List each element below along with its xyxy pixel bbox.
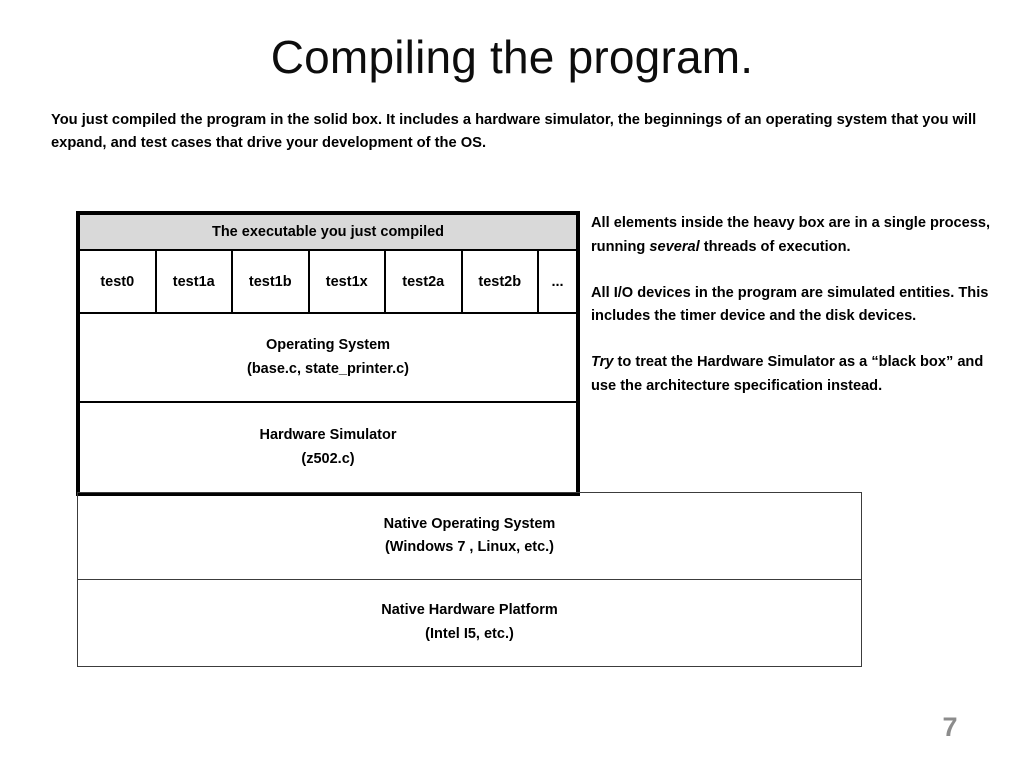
native-operating-system-title: Native Operating System bbox=[383, 515, 556, 532]
native-hardware-platform-examples: (Intel I5, etc.) bbox=[425, 625, 514, 642]
note-paragraph-black-box-rest: to treat the Hardware Simulator as a “bl… bbox=[591, 354, 984, 394]
native-hardware-platform-band: Native Hardware Platform (Intel I5, etc.… bbox=[78, 580, 861, 665]
page-number: 7 bbox=[942, 712, 958, 742]
test-case-cell: test0 bbox=[80, 251, 157, 312]
hardware-simulator-band: Hardware Simulator (z502.c) bbox=[80, 403, 576, 492]
native-operating-system-examples: (Windows 7 , Linux, etc.) bbox=[384, 539, 555, 555]
note-paragraph-process-emphasis: several bbox=[649, 238, 700, 255]
note-paragraph-black-box-emphasis: Try bbox=[591, 354, 614, 371]
test-case-label: test1x bbox=[325, 273, 368, 290]
test-case-cell: test2a bbox=[386, 251, 463, 312]
page-title: Compiling the program. bbox=[270, 31, 754, 83]
operating-system-title: Operating System bbox=[265, 337, 391, 354]
executable-box: The executable you just compiled test0 t… bbox=[76, 211, 580, 496]
note-paragraph-process: All elements inside the heavy box are in… bbox=[591, 212, 1001, 260]
hardware-simulator-title: Hardware Simulator bbox=[259, 427, 397, 444]
notes-panel: All elements inside the heavy box are in… bbox=[591, 212, 1001, 399]
test-case-row: test0 test1a test1b test1x test2a test2b… bbox=[80, 251, 576, 314]
operating-system-files: (base.c, state_printer.c) bbox=[247, 360, 409, 377]
operating-system-band: Operating System (base.c, state_printer.… bbox=[80, 314, 576, 403]
test-case-cell: test1a bbox=[157, 251, 233, 312]
test-case-label: test0 bbox=[100, 273, 135, 290]
executable-box-header: The executable you just compiled bbox=[80, 215, 576, 251]
test-case-cell-ellipsis: ... bbox=[539, 251, 576, 312]
test-case-label: test1b bbox=[248, 273, 292, 290]
note-paragraph-process-part1: All elements inside the heavy box are in… bbox=[591, 215, 991, 255]
note-paragraph-io-devices: All I/O devices in the program are simul… bbox=[591, 284, 989, 325]
note-paragraph-process-part2: threads of execution. bbox=[699, 238, 851, 255]
test-case-cell: test2b bbox=[463, 251, 539, 312]
native-operating-system-band: Native Operating System (Windows 7 , Lin… bbox=[78, 493, 861, 580]
test-case-cell: test1b bbox=[233, 251, 310, 312]
test-case-label: test2b bbox=[478, 273, 522, 290]
test-case-label: test2a bbox=[402, 273, 445, 290]
test-case-label: test1a bbox=[172, 273, 215, 290]
executable-box-header-label: The executable you just compiled bbox=[211, 224, 445, 240]
native-hardware-platform-title: Native Hardware Platform bbox=[381, 602, 558, 619]
slide-description-text: You just compiled the program in the sol… bbox=[51, 112, 977, 151]
test-case-label: ... bbox=[551, 273, 564, 290]
test-case-cell: test1x bbox=[310, 251, 386, 312]
hardware-simulator-files: (z502.c) bbox=[301, 450, 355, 467]
native-platform-boxes: Native Operating System (Windows 7 , Lin… bbox=[77, 492, 862, 667]
note-paragraph-black-box: Try to treat the Hardware Simulator as a… bbox=[591, 351, 1001, 399]
